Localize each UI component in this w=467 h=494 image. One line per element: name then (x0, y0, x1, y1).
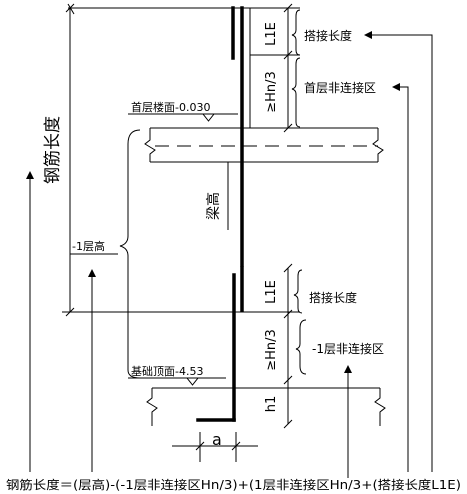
foundation-top-label: 基础顶面-4.53 (131, 365, 203, 378)
formula-text: 钢筋长度＝(层高)-(-1层非连接区Hn/3)+(1层非连接区Hn/3+(搭接长… (6, 477, 461, 492)
arrow-minus1-nonlap (344, 365, 352, 373)
h1-label: h1 (264, 396, 279, 413)
a-label: a (212, 430, 222, 449)
upper-non-lap-brace (291, 57, 301, 128)
foundation-break-right (374, 388, 386, 426)
first-floor-non-lap-zone-label: 首层非连接区 (304, 80, 376, 95)
arrow-floor-height (88, 269, 96, 277)
foundation-break-left (146, 388, 158, 426)
leader-upper-lap (370, 34, 433, 472)
lower-lap-length-label: 搭接长度 (309, 290, 357, 305)
a-tick-right (231, 441, 241, 451)
dim-tick-top (65, 3, 75, 13)
leader-first-floor-nonlap (398, 86, 409, 472)
lower-non-lap-brace (295, 319, 307, 375)
lower-lap-tick-4 (283, 419, 293, 429)
slab-break-right (372, 128, 384, 162)
foundation-level-marker (185, 377, 200, 386)
lower-lap-brace (293, 269, 303, 314)
a-tick-left (195, 441, 205, 451)
lower-hn3-label: ≥Hn/3 (264, 329, 279, 371)
arrow-first-floor-nonlap (392, 83, 400, 91)
upper-hn3-label: ≥Hn/3 (264, 71, 279, 113)
lower-lap-tick-3 (283, 375, 293, 385)
slab-break-left (144, 128, 156, 162)
top-tick (67, 3, 75, 15)
minus1-floor-height-label: -1层高 (72, 239, 105, 253)
lower-l1e-label: L1E (264, 280, 279, 304)
upper-l1e-label: L1E (264, 22, 279, 46)
minus1-floor-height-brace (119, 129, 141, 379)
arrow-rebar-length (26, 171, 34, 179)
upper-lap-tick-1 (283, 3, 293, 13)
minus1-non-lap-zone-label: -1层非连接区 (312, 341, 384, 356)
lower-lap-tick-2 (283, 309, 293, 319)
lower-lap-tick-1 (283, 263, 293, 273)
arrow-upper-lap (364, 31, 372, 39)
rebar-length-label: 钢筋长度 (43, 116, 63, 184)
upper-lap-brace (291, 9, 301, 56)
slab-level-marker (201, 113, 216, 122)
first-floor-slab-label: 首层楼面-0.030 (131, 100, 210, 114)
upper-lap-length-label: 搭接长度 (304, 28, 352, 43)
beam-height-label: 梁高 (205, 192, 222, 220)
